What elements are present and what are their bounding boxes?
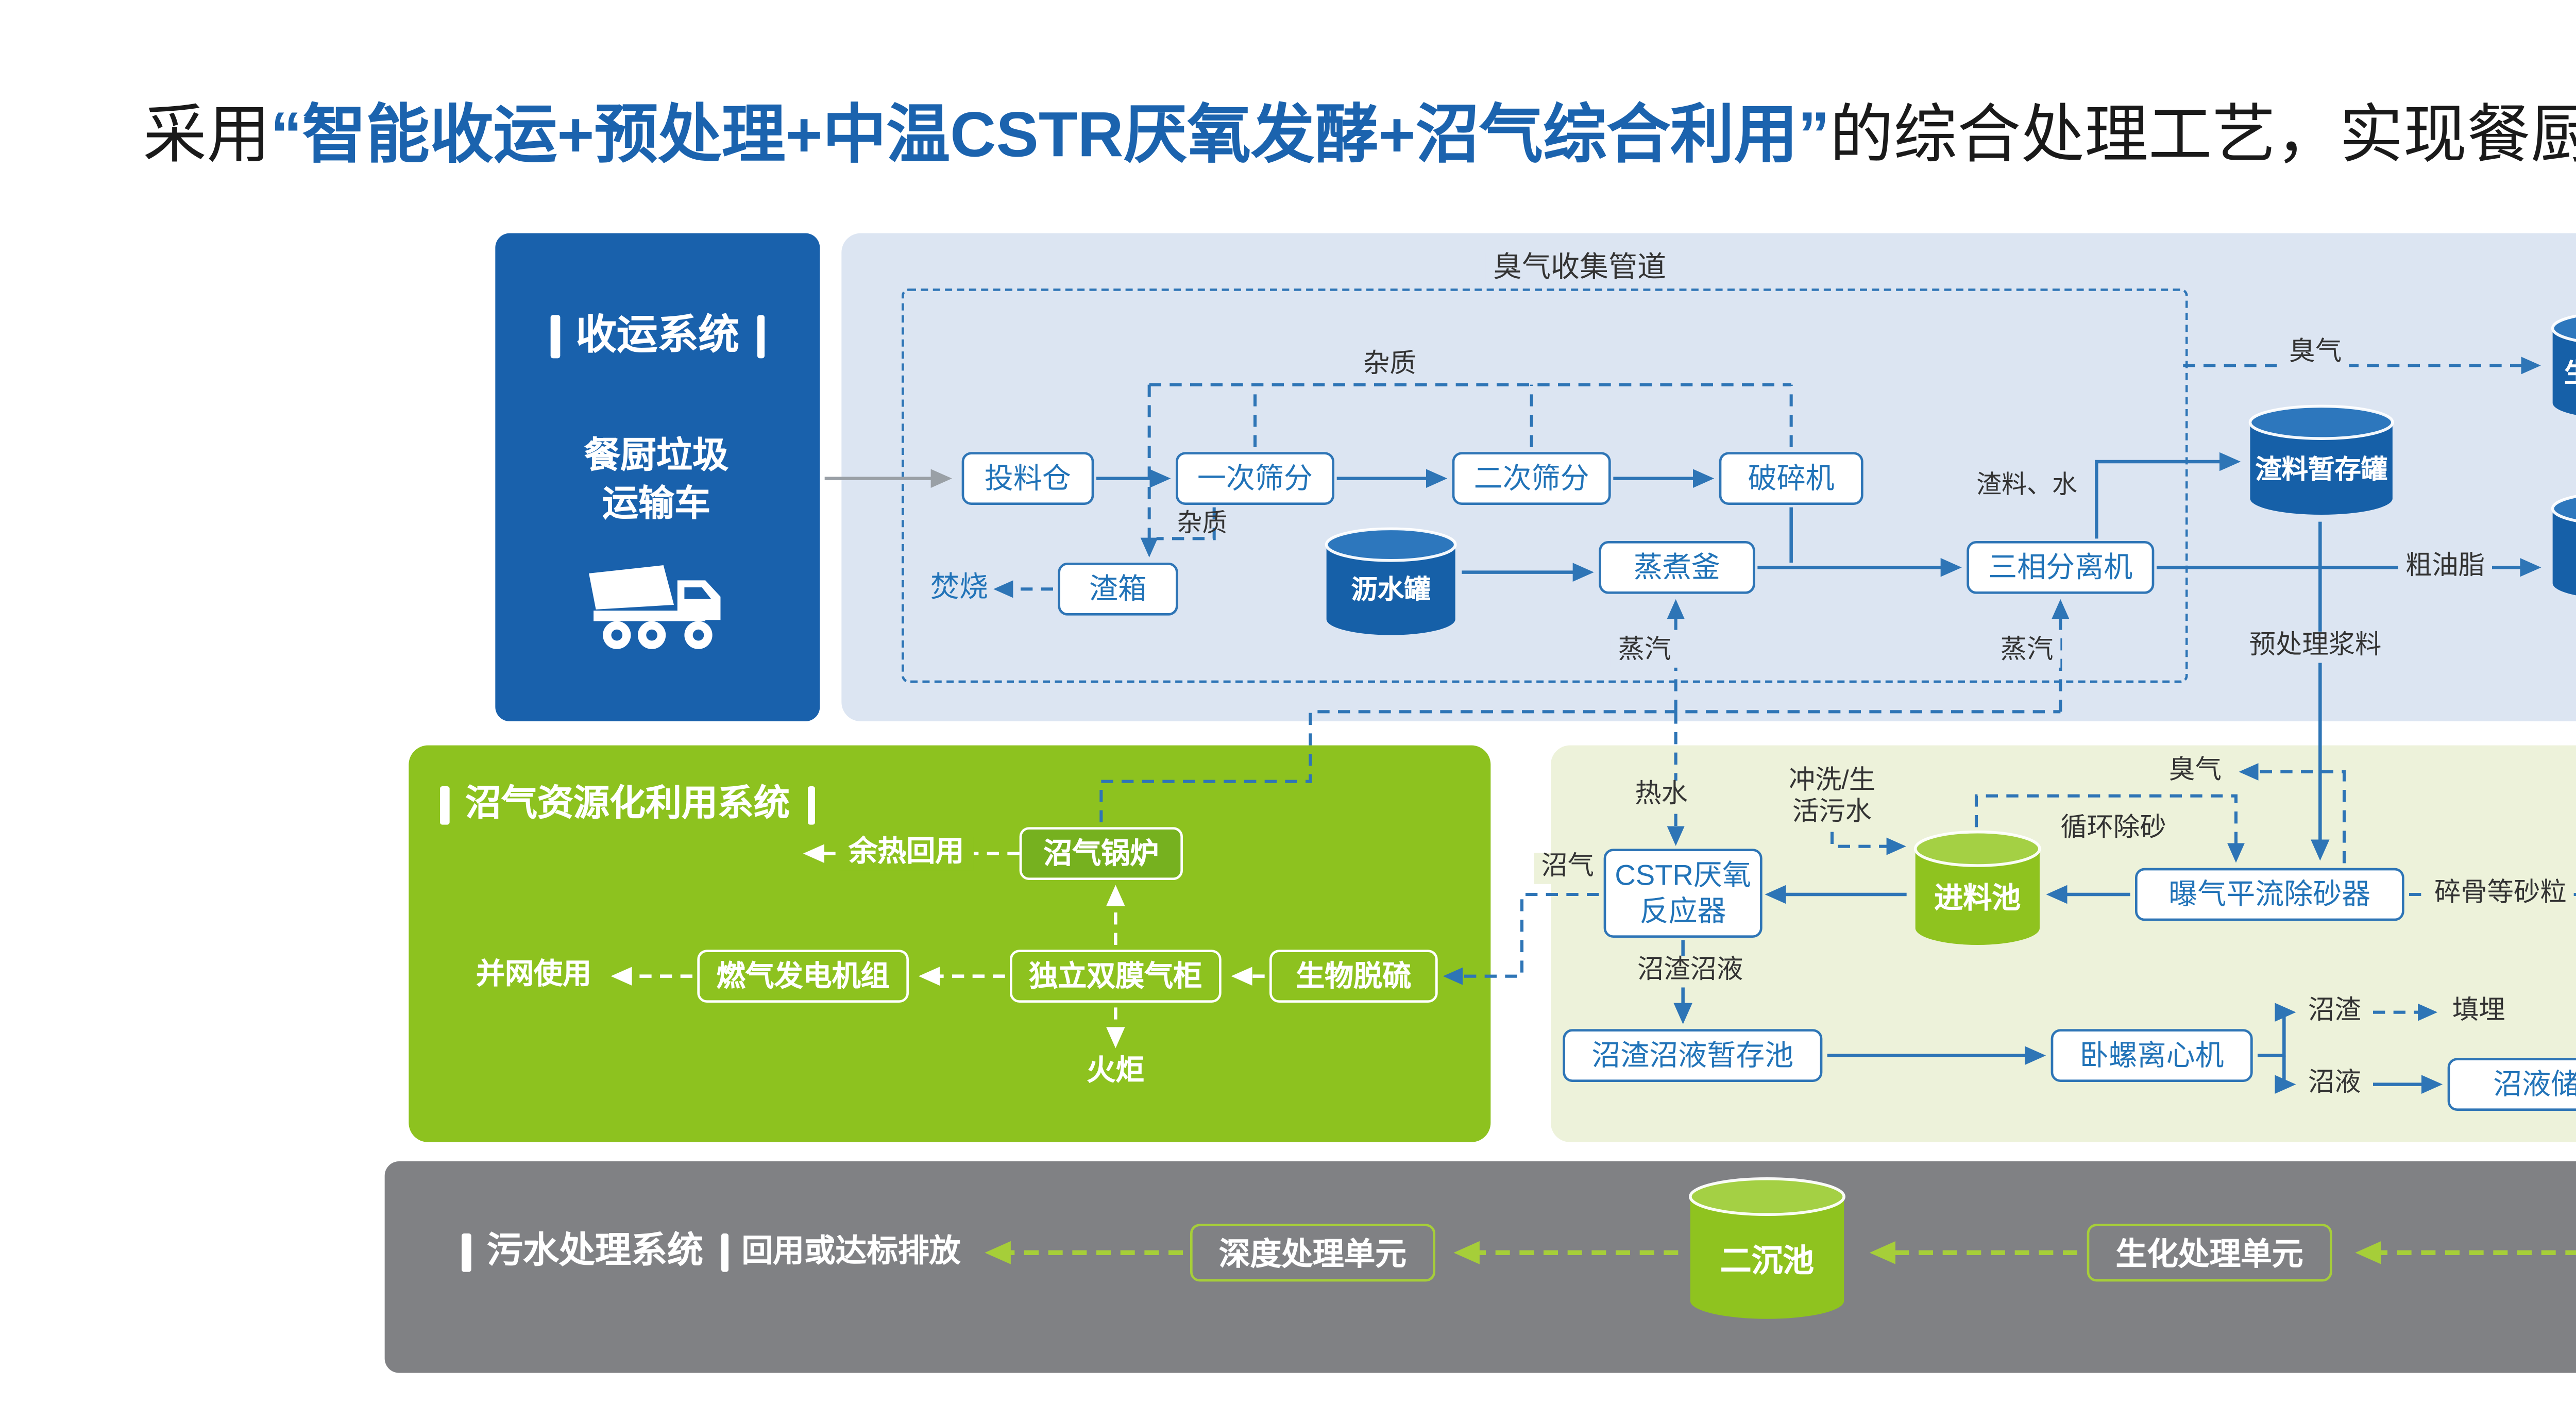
wash-water-line2: 活污水 xyxy=(1792,798,1872,827)
wash-water-line1: 冲洗/生 xyxy=(1788,767,1876,796)
biogas-system-title: 沼气资源化利用系统 xyxy=(440,784,816,825)
secondary-sedimentation-label: 二沉池 xyxy=(1720,1243,1815,1279)
title-bar-left xyxy=(462,1232,470,1271)
vehicle-label-line2: 运输车 xyxy=(602,484,711,526)
secondary-screen-node: 二次筛分 xyxy=(1452,452,1611,505)
grit-remover-label: 曝气平流除砂器 xyxy=(2168,876,2371,910)
heat-reuse-label: 余热回用 xyxy=(839,835,974,870)
biofilter-cylinder: 生物滤池 xyxy=(2549,310,2576,423)
grid-use-label: 并网使用 xyxy=(476,957,592,991)
digestate-pool-node: 沼渣沼液暂存池 xyxy=(1563,1029,1823,1082)
advanced-treatment-label: 深度处理单元 xyxy=(1218,1234,1407,1271)
odor-label-anaerobic: 臭气 xyxy=(2161,756,2229,787)
cook-kettle-node: 蒸煮釜 xyxy=(1599,541,1755,594)
wash-water-label: 冲洗/生 活污水 xyxy=(1781,767,1883,830)
title-bar-left xyxy=(550,314,560,358)
digestate-label: 沼渣沼液 xyxy=(1630,956,1751,987)
incinerate-label: 焚烧 xyxy=(930,570,989,604)
grit-label: 碎骨等砂粒 xyxy=(2427,879,2574,910)
slag-water-label: 渣料、水 xyxy=(1969,471,2085,500)
drain-tank-cylinder: 沥水罐 xyxy=(1323,527,1460,639)
primary-screen-node: 一次筛分 xyxy=(1176,452,1335,505)
anaerobic-system-region xyxy=(1551,745,2576,1142)
grease-tank-cylinder: 油脂罐 xyxy=(2549,490,2576,603)
centrifuge-node: 卧螺离心机 xyxy=(2050,1029,2253,1082)
title-bar-left xyxy=(440,785,449,824)
title-prefix: 采用 xyxy=(143,98,270,171)
odor-duct-label: 臭气收集管道 xyxy=(1485,251,1674,286)
gas-generator-node: 燃气发电机组 xyxy=(697,950,909,1003)
separator-label: 三相分离机 xyxy=(1988,549,2133,583)
residue-label: 沼渣 xyxy=(2308,997,2361,1026)
sewage-title-label: 污水处理系统 xyxy=(487,1231,704,1272)
secondary-sedimentation-cylinder: 二沉池 xyxy=(1685,1176,1849,1325)
feed-pool-label: 进料池 xyxy=(1934,881,2021,915)
slag-storage-tank-cylinder: 渣料暂存罐 xyxy=(2246,404,2397,519)
vehicle-label-line1: 餐厨垃圾 xyxy=(584,436,729,477)
primary-sedimentation-label: 初沉池 xyxy=(2568,1236,2576,1282)
crusher-label: 破碎机 xyxy=(1748,460,1835,495)
grit-remover-node: 曝气平流除砂器 xyxy=(2135,868,2404,921)
slurry-tank-label: 沼液储池 xyxy=(2493,1066,2576,1101)
gas-generator-label: 燃气发电机组 xyxy=(716,958,890,992)
crusher-node: 破碎机 xyxy=(1719,452,1863,505)
bio-treatment-node: 生化处理单元 xyxy=(2087,1224,2332,1282)
cstr-label-line2: 反应器 xyxy=(1639,893,1726,927)
truck-icon xyxy=(589,565,721,649)
digestate-pool-label: 沼渣沼液暂存池 xyxy=(1591,1037,1794,1072)
biogas-flow-label: 沼气 xyxy=(1534,853,1602,884)
impurity-top-label: 杂质 xyxy=(1356,350,1423,381)
biogas-boiler-node: 沼气锅炉 xyxy=(1019,827,1183,881)
cstr-label-line1: CSTR厌氧 xyxy=(1615,857,1751,891)
slag-storage-tank-label: 渣料暂存罐 xyxy=(2255,456,2388,486)
biofilter-label: 生物滤池 xyxy=(2529,354,2576,393)
flare-label: 火炬 xyxy=(1087,1053,1145,1087)
drain-tank-label: 沥水罐 xyxy=(1351,578,1431,607)
feed-pool-cylinder: 进料池 xyxy=(1911,830,2044,950)
sewage-system-title: 污水处理系统 xyxy=(462,1231,729,1273)
three-phase-separator-node: 三相分离机 xyxy=(1967,541,2155,594)
sand-cycle-label: 循环除砂 xyxy=(2053,814,2174,845)
advanced-treatment-node: 深度处理单元 xyxy=(1190,1224,1436,1282)
steam-left-label: 蒸汽 xyxy=(1611,636,1679,667)
title-suffix: 的综合处理工艺，实现餐厨垃圾的无害化处理及资源化利用。 xyxy=(1829,98,2576,171)
landfill-label: 填埋 xyxy=(2452,997,2505,1026)
impurity-side-label: 杂质 xyxy=(1177,510,1228,539)
slag-box-node: 渣箱 xyxy=(1058,563,1178,616)
grease-tank-label: 油脂罐 xyxy=(2529,535,2576,573)
slag-box-label: 渣箱 xyxy=(1089,571,1147,605)
sewage-system-region xyxy=(384,1161,2576,1373)
title-bar-right xyxy=(756,314,765,358)
crude-grease-label: 粗油脂 xyxy=(2398,552,2493,583)
gas-holder-node: 独立双膜气柜 xyxy=(1010,950,1222,1003)
feed-bin-label: 投料仓 xyxy=(984,460,1072,495)
hot-water-label: 热水 xyxy=(1628,781,1696,811)
centrifuge-label: 卧螺离心机 xyxy=(2079,1037,2224,1072)
collection-title-label: 收运系统 xyxy=(575,312,740,359)
slurry-tank-node: 沼液储池 xyxy=(2447,1058,2576,1111)
biogas-title-label: 沼气资源化利用系统 xyxy=(465,784,790,825)
cook-kettle-label: 蒸煮釜 xyxy=(1633,549,1721,583)
cstr-reactor-node: CSTR厌氧 反应器 xyxy=(1603,849,1762,938)
title-highlight: “智能收运+预处理+中温CSTR厌氧发酵+沼气综合利用” xyxy=(270,98,1830,171)
biogas-boiler-label: 沼气锅炉 xyxy=(1043,835,1159,870)
odor-label-pretreatment: 臭气 xyxy=(2281,338,2349,369)
steam-right-label: 蒸汽 xyxy=(1993,636,2061,667)
collection-system-title: 收运系统 xyxy=(495,313,820,360)
reuse-discharge-label: 回用或达标排放 xyxy=(741,1232,961,1268)
bio-treatment-label: 生化处理单元 xyxy=(2115,1234,2303,1271)
bio-desulfurizer-node: 生物脱硫 xyxy=(1269,950,1438,1003)
title-bar-right xyxy=(720,1232,729,1271)
title-bar-right xyxy=(806,785,816,824)
pretreated-slurry-label: 预处理浆料 xyxy=(2242,631,2389,662)
secondary-screen-label: 二次筛分 xyxy=(1473,460,1589,495)
primary-screen-label: 一次筛分 xyxy=(1197,460,1313,495)
page-title: 采用“智能收运+预处理+中温CSTR厌氧发酵+沼气综合利用”的综合处理工艺，实现… xyxy=(0,82,2576,176)
gas-holder-label: 独立双膜气柜 xyxy=(1029,958,1202,992)
feed-bin-node: 投料仓 xyxy=(961,452,1094,505)
liquid-label: 沼液 xyxy=(2308,1069,2361,1098)
bio-desulfurizer-label: 生物脱硫 xyxy=(1296,958,1412,992)
